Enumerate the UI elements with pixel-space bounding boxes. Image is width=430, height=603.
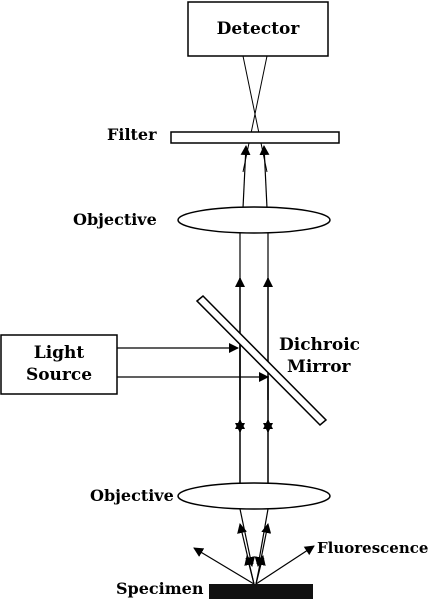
dichroic-mirror-label: Dichroic Mirror	[279, 334, 360, 378]
detector-label: Detector	[216, 19, 300, 39]
detector-box	[187, 1, 329, 57]
light-source-line-2: Source	[25, 365, 93, 385]
filter-label: Filter	[107, 125, 157, 144]
fluorescence-arrow-midright	[255, 555, 266, 585]
filter-bar	[170, 131, 340, 144]
objective-top-label: Objective	[73, 210, 157, 229]
light-source-box	[0, 334, 118, 395]
light-source-line-1: Light	[33, 343, 85, 363]
ray-spec-1	[239, 508, 256, 567]
fluorescence-arrow-right	[255, 545, 315, 585]
ray-filter-right	[259, 145, 270, 209]
fluorescence-arrow-midleft	[244, 555, 255, 585]
specimen-slab	[209, 584, 313, 599]
dichroic-mirror	[195, 294, 328, 427]
objective-bottom-label: Objective	[90, 486, 174, 505]
fluorescence-arrow-left	[193, 547, 255, 585]
fluorescence-label: Fluorescence	[317, 539, 429, 557]
objective-top-lens	[177, 206, 331, 234]
dichroic-line-1: Dichroic	[279, 335, 361, 355]
objective-bottom-lens	[177, 482, 331, 510]
ray-filter-left	[240, 145, 251, 209]
light-source-label: Light Source	[1, 342, 117, 386]
dichroic-line-2: Mirror	[287, 357, 351, 377]
specimen-label: Specimen	[116, 579, 204, 598]
